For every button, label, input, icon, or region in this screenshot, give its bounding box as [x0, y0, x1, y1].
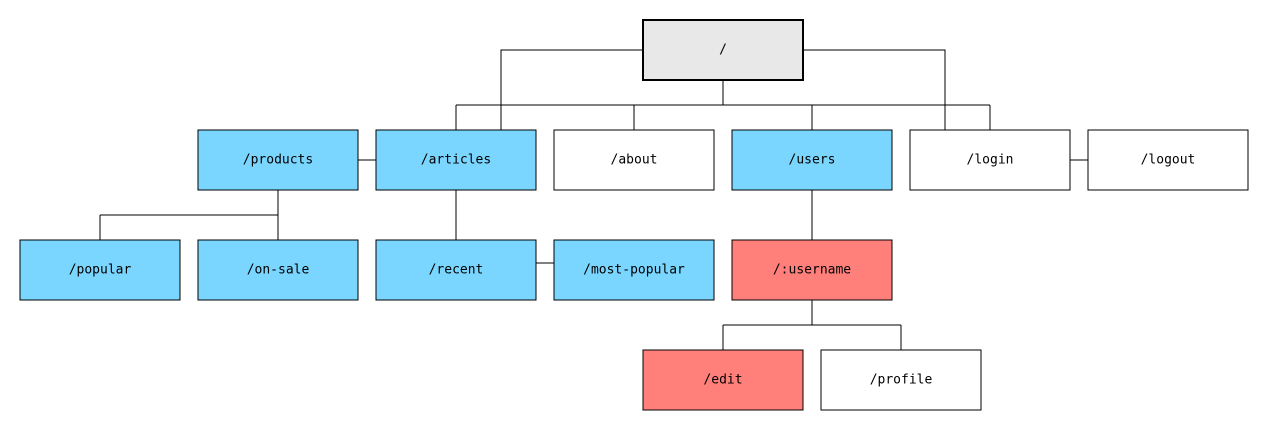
- node-users: /users: [731, 129, 893, 191]
- edge-root-products: [500, 49, 643, 130]
- node-users-label: /users: [789, 153, 836, 168]
- node-root-label: /: [719, 43, 727, 58]
- node-username-label: /:username: [773, 263, 851, 278]
- node-on-sale-box: [197, 239, 359, 301]
- node-login: /login: [909, 129, 1071, 191]
- edge-username-children: [722, 300, 902, 350]
- node-recent-label: /recent: [429, 263, 484, 278]
- node-products: /products: [197, 129, 359, 191]
- node-logout: /logout: [1087, 129, 1249, 191]
- node-users-box: [731, 129, 893, 191]
- node-popular: /popular: [19, 239, 181, 301]
- node-logout-label: /logout: [1141, 153, 1196, 168]
- node-profile-label: /profile: [870, 373, 933, 388]
- node-most-popular-label: /most-popular: [583, 263, 685, 278]
- node-most-popular-box: [553, 239, 715, 301]
- connectors: [99, 49, 1088, 350]
- node-articles: /articles: [375, 129, 537, 191]
- node-about-box: [553, 129, 715, 191]
- node-profile-box: [820, 349, 982, 411]
- node-recent: /recent: [375, 239, 537, 301]
- node-profile: /profile: [820, 349, 982, 411]
- node-on-sale: /on-sale: [197, 239, 359, 301]
- node-about: /about: [553, 129, 715, 191]
- node-products-box: [197, 129, 359, 191]
- node-edit-label: /edit: [703, 373, 742, 388]
- node-recent-box: [375, 239, 537, 301]
- node-login-label: /login: [967, 153, 1014, 168]
- node-edit: /edit: [642, 349, 804, 411]
- node-root-box: [642, 19, 804, 81]
- node-login-box: [909, 129, 1071, 191]
- node-username: /:username: [731, 239, 893, 301]
- node-logout-box: [1087, 129, 1249, 191]
- node-articles-label: /articles: [421, 153, 491, 168]
- node-edit-box: [642, 349, 804, 411]
- edge-products-children: [99, 190, 279, 240]
- node-root: /: [642, 19, 804, 81]
- node-most-popular: /most-popular: [553, 239, 715, 301]
- node-popular-box: [19, 239, 181, 301]
- node-products-label: /products: [243, 153, 313, 168]
- node-articles-box: [375, 129, 537, 191]
- node-about-label: /about: [611, 153, 658, 168]
- edge-root-login: [803, 49, 946, 130]
- node-username-box: [731, 239, 893, 301]
- node-on-sale-label: /on-sale: [247, 263, 310, 278]
- node-popular-label: /popular: [69, 263, 132, 278]
